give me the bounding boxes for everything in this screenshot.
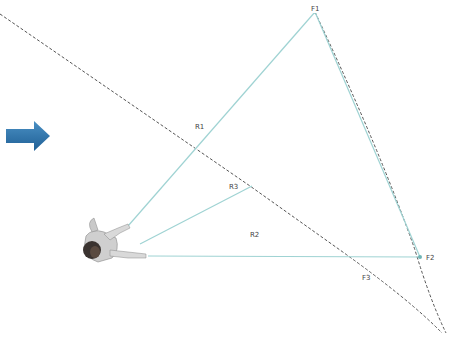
- dashed-curve: [315, 12, 446, 333]
- point-label: F1: [310, 5, 320, 13]
- point-label: R2: [249, 231, 260, 239]
- point: [418, 255, 422, 259]
- force-lines: [128, 12, 420, 257]
- point-label: F3: [361, 274, 371, 282]
- flow-arrow: [6, 121, 50, 151]
- person: [83, 218, 146, 262]
- point-label: R1: [194, 123, 205, 131]
- point-label: F2: [425, 254, 435, 262]
- point-label: R3: [228, 183, 239, 191]
- dashed-path: [0, 14, 442, 333]
